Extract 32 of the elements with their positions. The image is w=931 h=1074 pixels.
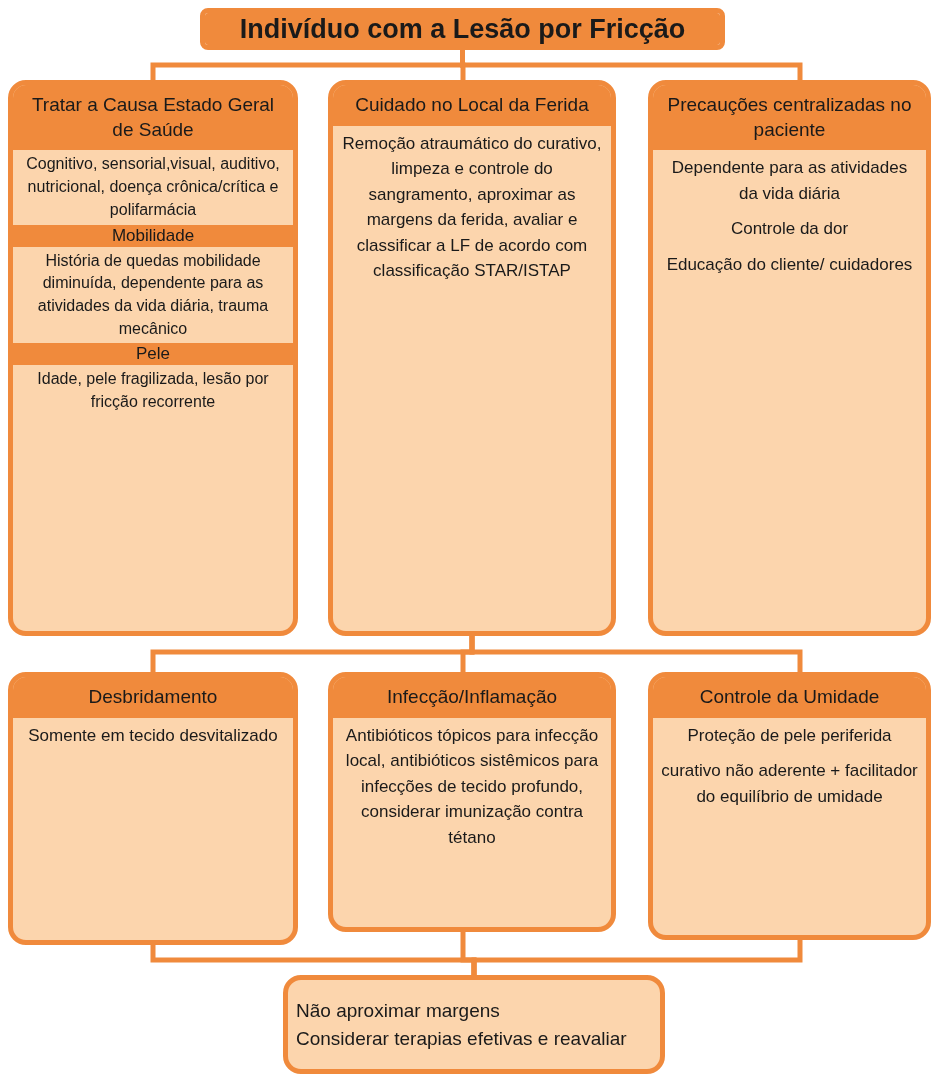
section-header: Pele (13, 343, 293, 366)
body-text: Dependente para as atividades da vida diária (670, 157, 909, 205)
box-header: Controle da Umidade (653, 677, 926, 718)
body-text: Controle da dor (729, 218, 850, 241)
box-header: Tratar a Causa Estado Geral de Saúde (13, 85, 293, 151)
section-header: Mobilidade (13, 224, 293, 247)
category-box (648, 672, 931, 940)
body-text: curativo não aderente + facilitador do equilíbrio de umidade (660, 760, 919, 808)
body-text: Não aproximar margens (295, 998, 501, 1023)
body-text: História de quedas mobilidade diminuída, dependente para as atividades da vida diária, trauma mecânico (36, 250, 270, 339)
connector-line (460, 50, 803, 80)
title-text: Indivíduo com a Lesão por Fricção (205, 13, 720, 45)
box-header: Infecção/Inflamação (333, 677, 611, 718)
box-header: Precauções centralizadas no paciente (653, 85, 926, 151)
connector-line (471, 940, 803, 975)
box-header: Desbridamento (13, 677, 293, 718)
box-header: Cuidado no Local da Ferida (333, 85, 611, 126)
body-text: Antibióticos tópicos para infecção local, antibióticos sistêmicos para infecções de tecido profundo, considerar imunização contra tétano (344, 724, 600, 849)
body-text: Proteção de pele periferida (686, 724, 893, 747)
body-text: Educação do cliente/ cuidadores (665, 253, 914, 276)
body-text: Considerar terapias efetivas e reavaliar (295, 1026, 628, 1051)
body-text: Somente em tecido desvitalizado (27, 724, 279, 747)
body-text: Idade, pele fragilizada, lesão por fricção recorrente (36, 369, 270, 413)
category-box (648, 80, 931, 636)
category-box (8, 672, 298, 945)
category-box (8, 80, 298, 636)
body-text: Remoção atraumático do curativo, limpeza e controle do sangramento, aproximar as margens da ferida, avaliar e classificar a LF de acordo com classificação STAR/ISTAP (341, 132, 603, 283)
category-box (328, 672, 616, 932)
category-box (328, 80, 616, 636)
body-text: Cognitivo, sensorial,visual, auditivo, nutricional, doença crônica/crítica e polifarmácia (25, 154, 281, 220)
result-box (283, 975, 665, 1074)
connector-line (469, 636, 803, 672)
